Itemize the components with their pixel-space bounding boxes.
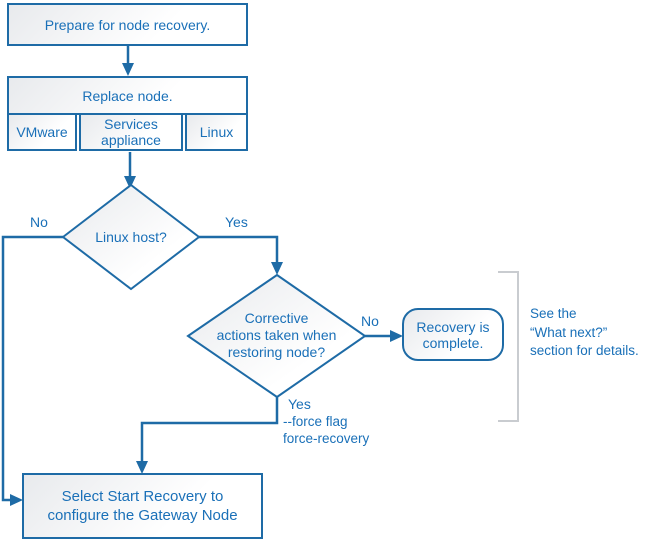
force-flag-note-line1: --force flag: [283, 414, 348, 429]
arrowhead-yes-to-start-box: [136, 461, 148, 474]
side-note-bracket: [498, 271, 519, 422]
start-recovery-line2: configure the Gateway Node: [47, 507, 238, 524]
start-recovery-label: Select Start Recovery to configure the G…: [47, 487, 237, 525]
arrowhead-yes-to-decision2: [271, 262, 283, 275]
start-recovery-box: Select Start Recovery to configure the G…: [22, 473, 263, 539]
force-flag-note-line2: force-recovery: [283, 431, 370, 446]
branch-label-no-corrective: No: [361, 313, 379, 329]
branch-label-yes-corrective: Yes: [288, 396, 311, 412]
replace-node-box: Replace node.: [7, 76, 248, 115]
recovery-complete-label: Recovery is complete.: [416, 319, 489, 351]
arrowhead-replace-to-decision: [124, 176, 136, 189]
side-note-line1: See the: [530, 306, 577, 321]
branch-label-no-linux-host: No: [30, 214, 48, 230]
yes-path-corrective: [140, 397, 279, 461]
decision-corrective-line1: Corrective: [244, 310, 309, 326]
decision-linux-host-label: Linux host?: [95, 229, 167, 245]
recovery-complete-line1: Recovery is: [416, 318, 490, 335]
platform-linux-label: Linux: [199, 124, 234, 140]
platform-vmware-label: VMware: [16, 124, 68, 140]
no-path-linux-host: [1, 235, 63, 502]
arrowhead-prepare-to-replace: [122, 63, 134, 76]
decision-corrective-line3: restoring node?: [227, 344, 326, 360]
platform-cell-vmware: VMware: [7, 113, 77, 151]
prepare-node-recovery-box: Prepare for node recovery.: [7, 3, 248, 46]
recovery-complete-line2: complete.: [422, 334, 484, 351]
prepare-node-recovery-label: Prepare for node recovery.: [44, 16, 211, 33]
platform-services-appliance-label: Services appliance: [101, 116, 161, 148]
arrowhead-no-to-recovery-complete: [390, 330, 403, 342]
force-flag-note: --force flag force-recovery: [283, 413, 369, 447]
side-note-line3: section for details.: [530, 343, 639, 358]
platform-cell-services-appliance: Services appliance: [79, 113, 183, 151]
yes-path-linux-host: [199, 235, 279, 262]
start-recovery-line1: Select Start Recovery to: [61, 488, 224, 505]
decision-corrective-actions-label: Corrective actions taken when restoring …: [191, 310, 362, 361]
side-note-line2: “What next?”: [530, 324, 608, 340]
decision-corrective-line2: actions taken when: [216, 327, 337, 343]
branch-label-yes-linux-host: Yes: [225, 214, 248, 230]
replace-node-label: Replace node.: [82, 87, 173, 104]
side-note: See the “What next?” section for details…: [530, 305, 639, 361]
platform-cell-linux: Linux: [185, 113, 248, 151]
arrowhead-no-to-start-box: [10, 494, 23, 506]
recovery-complete-terminal: Recovery is complete.: [402, 308, 504, 361]
